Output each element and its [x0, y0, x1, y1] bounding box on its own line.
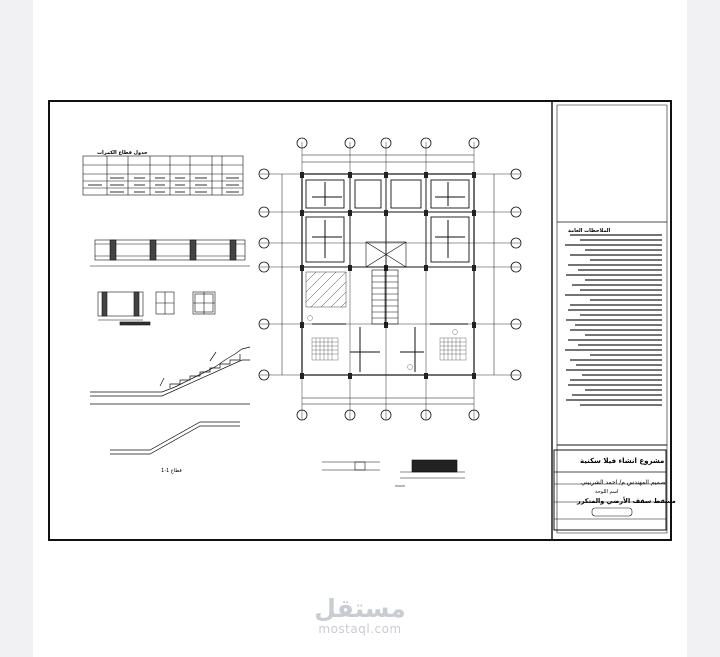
designer-name: تصميم المهندس م/ احمد الشربيني: [581, 479, 667, 486]
column-sections: [97, 291, 216, 326]
beam-cross-sections: [322, 459, 465, 487]
general-notes-title: الملاحظات العامة: [568, 228, 611, 234]
project-title: مشروع انشاء فيلا سكنية: [580, 457, 665, 465]
stair-sections: [90, 346, 251, 455]
floor-plan: [258, 137, 522, 421]
mostaql-watermark: مستقل mostaql.com: [310, 595, 410, 636]
general-notes: [565, 234, 662, 406]
beam-elevation-detail: [90, 239, 250, 267]
drawing-canvas: [82, 102, 668, 539]
stair-section-label: قطاع 1-1: [161, 468, 182, 474]
board-name-label: اسم اللوحة: [595, 489, 619, 495]
watermark-arabic: مستقل: [314, 594, 406, 623]
beam-schedule-table: [82, 155, 244, 196]
title-block: [551, 102, 668, 539]
cad-drawing-sheet: الملاحظات العامة جدول قطاع الكمرات قطاع …: [48, 100, 676, 541]
beam-schedule-title: جدول قطاع الكمرات: [97, 150, 148, 156]
watermark-latin: mostaql.com: [318, 622, 402, 636]
board-name: مسقط سقف الأرضي والمتكرر: [577, 497, 676, 505]
